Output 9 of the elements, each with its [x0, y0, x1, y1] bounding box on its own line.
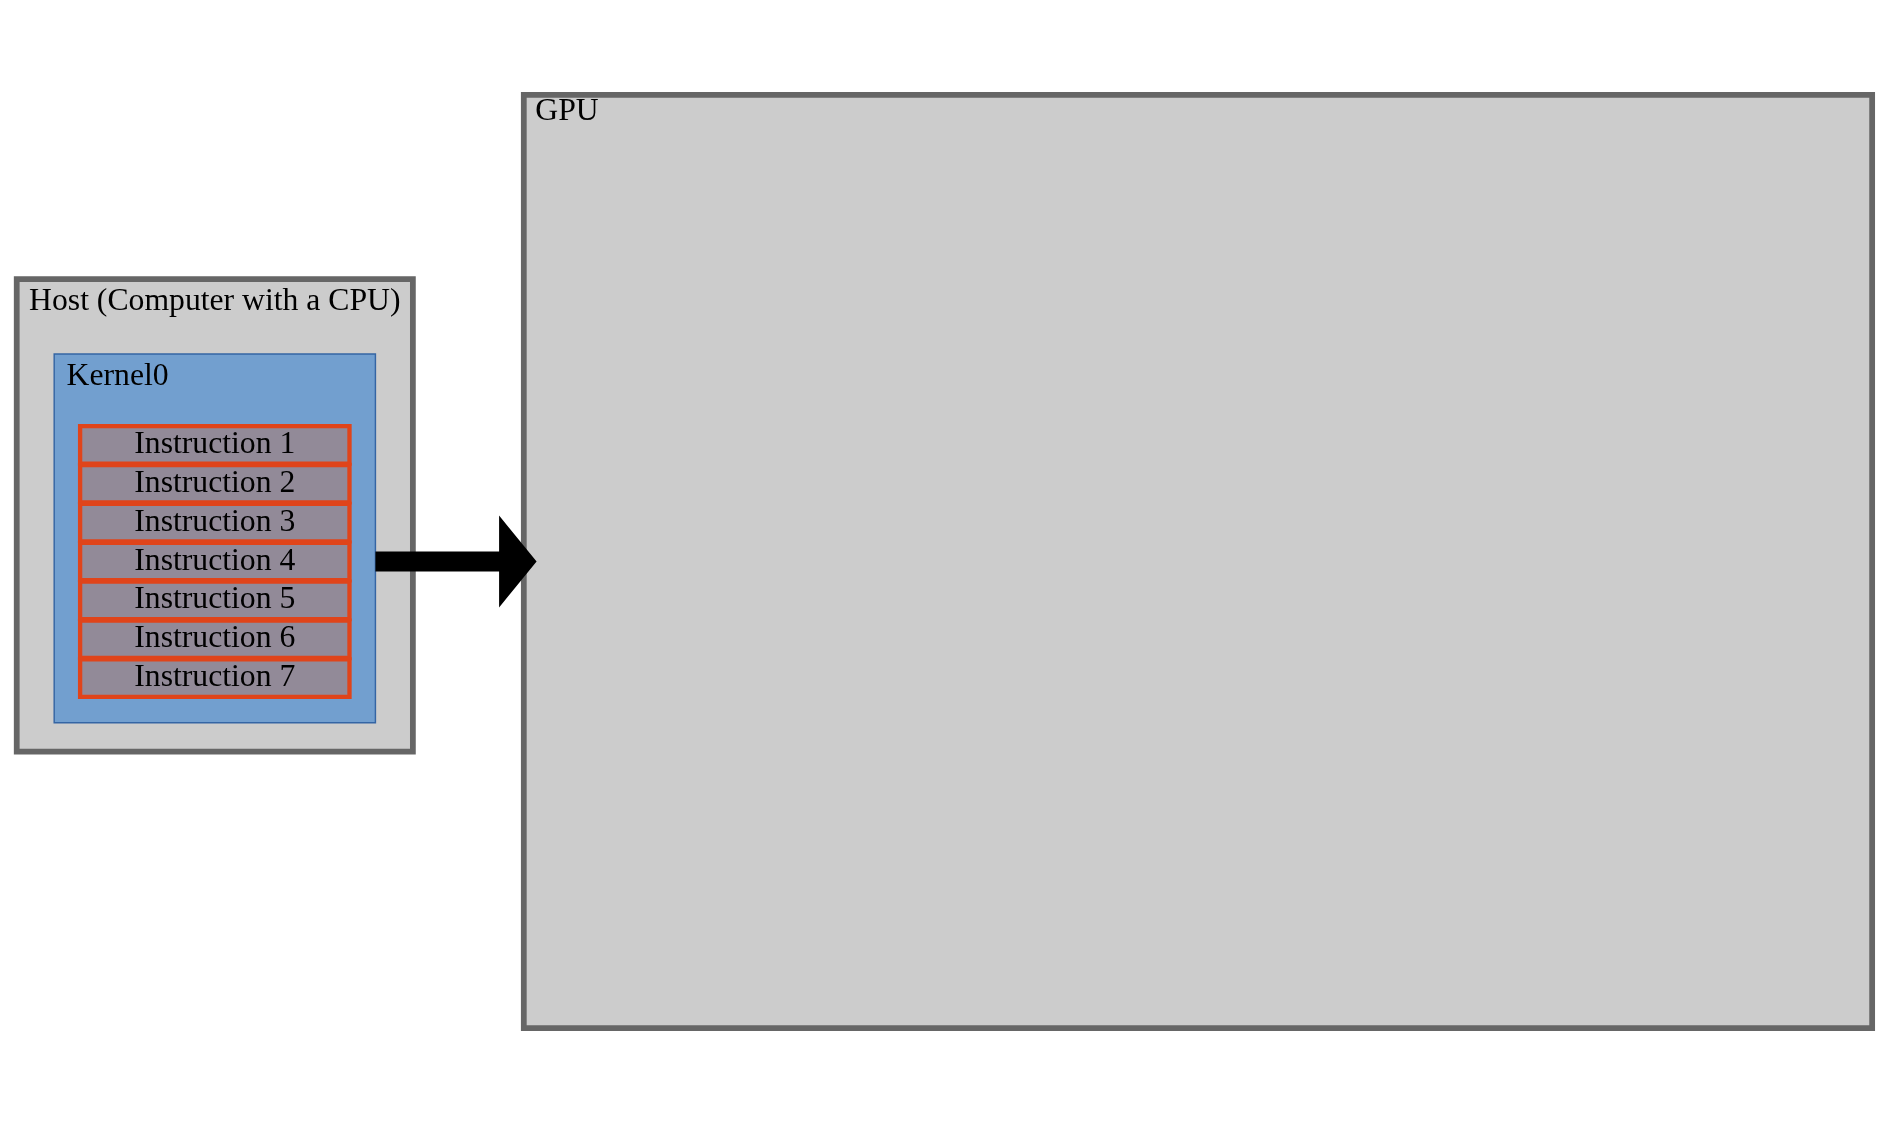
node-box: GPU — [520, 91, 1876, 1031]
node-box: Instruction 4 — [77, 540, 352, 582]
arrow — [375, 515, 537, 607]
node-box: Instruction 3 — [77, 501, 352, 543]
node-box: Instruction 6 — [77, 617, 352, 660]
node-box: Instruction 1 — [77, 423, 352, 466]
node-box: Instruction 2 — [77, 462, 352, 505]
node-box: Instruction 5 — [77, 579, 352, 621]
node-box: Instruction 7 — [77, 656, 352, 699]
